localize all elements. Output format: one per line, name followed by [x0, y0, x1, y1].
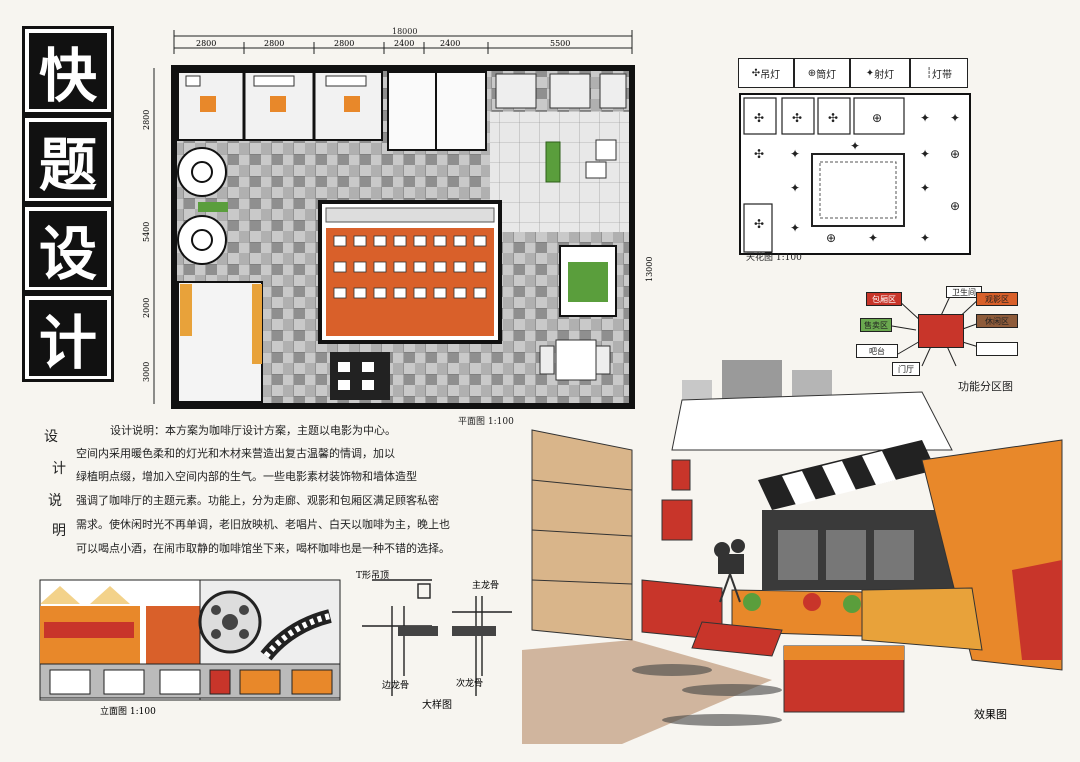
perspective-render: 效果图: [522, 360, 1063, 744]
detail-label-main-keel: 主龙骨: [472, 579, 499, 591]
title-char-1: 快: [22, 26, 114, 115]
detail-label-t-ceiling: T形吊顶: [356, 569, 389, 581]
legend-item-pendant: ✣吊灯: [738, 58, 794, 88]
elevation-caption: 立面图 1:100: [100, 705, 156, 716]
description-line: 需求。使休闲时光不再单调，老旧放映机、老唱片、白天以咖啡为主，晚上也: [76, 518, 450, 531]
description-line: 可以喝点小酒，在闹市取静的咖啡馆坐下来，喝杯咖啡也是一种不错的选择。: [76, 542, 450, 555]
zoning-node-front: 前台: [976, 342, 1018, 356]
detail-label-edge-keel: 边龙骨: [382, 679, 409, 691]
lightstrip-icon: ┆: [925, 67, 933, 79]
svg-text:✦: ✦: [920, 111, 930, 125]
zoning-node-leisure: 休闲区: [976, 314, 1018, 328]
zoning-node-booth: 包厢区: [866, 292, 902, 306]
svg-text:✦: ✦: [868, 231, 878, 245]
dim-top-6: 5500: [550, 39, 570, 48]
description-line: 强调了咖啡厅的主题元素。功能上，分为走廊、观影和包厢区满足顾客私密: [76, 494, 439, 507]
dim-top-3: 2800: [334, 39, 354, 48]
zoning-node-bar: 吧台: [856, 344, 898, 358]
description-line: 设计说明：本方案为咖啡厅设计方案，主题以电影为中心。: [110, 424, 396, 437]
title-column: 快 题 设 计: [22, 26, 114, 382]
svg-text:✣: ✣: [754, 217, 764, 231]
floor-plan-caption: 平面图 1:100: [458, 416, 514, 427]
svg-text:✦: ✦: [790, 181, 800, 195]
zoning-caption: 功能分区图: [958, 380, 1013, 393]
svg-text:✣: ✣: [792, 111, 802, 125]
svg-text:✣: ✣: [754, 111, 764, 125]
detail-caption: 大样图: [422, 698, 452, 711]
dim-left-3: 2000: [142, 298, 151, 318]
description-line: 空间内采用暖色柔和的灯光和木材来营造出复古温馨的情调，加以: [76, 447, 395, 460]
dim-total: 18000: [392, 27, 417, 36]
floor-plan: 18000 2800 2800 2800 2400 2400 5500 2800…: [142, 27, 654, 427]
title-char-3: 设: [22, 204, 114, 293]
svg-text:✦: ✦: [790, 147, 800, 161]
svg-text:✦: ✦: [790, 221, 800, 235]
downlight-icon: ⊕: [807, 67, 817, 79]
svg-text:⊕: ⊕: [826, 231, 836, 245]
dim-left-2: 5400: [142, 222, 151, 242]
legend-item-downlight: ⊕筒灯: [794, 58, 850, 88]
svg-text:⊕: ⊕: [950, 147, 960, 161]
detail-label-secondary-keel: 次龙骨: [456, 677, 483, 689]
zoning-node-viewing: 观影区: [976, 292, 1018, 306]
svg-text:⊕: ⊕: [950, 199, 960, 213]
ceiling-plan-caption: 天花图 1:100: [746, 251, 802, 262]
dim-top-5: 2400: [440, 39, 460, 48]
description-line: 绿植明点缀，增加入空间内部的生气。一些电影素材装饰物和墙体造型: [76, 470, 417, 483]
dim-left-1: 2800: [142, 110, 151, 130]
legend-item-lightstrip: ┆灯带: [910, 58, 968, 88]
dim-right: 13000: [645, 257, 654, 282]
svg-text:✦: ✦: [920, 181, 930, 195]
elevation-drawing: 立面图 1:100: [39, 579, 341, 716]
title-char-4: 计: [22, 293, 114, 382]
title-char-2: 题: [22, 115, 114, 204]
pendant-light-icon: ✣: [751, 67, 761, 79]
svg-text:⊕: ⊕: [872, 111, 882, 125]
svg-text:✦: ✦: [950, 111, 960, 125]
ceiling-plan: ✣ ✣ ✣ ⊕ ✦ ✦ ✣ ✦ ✦ ✦ ⊕ ✦ ✦ ⊕ ✣ ✦ ⊕ ✦ ✦ 天花图 1:100: [739, 93, 971, 262]
dim-top-1: 2800: [196, 39, 216, 48]
perspective-caption: 效果图: [974, 707, 1007, 721]
zoning-node-sales: 售卖区: [860, 318, 892, 332]
svg-text:✦: ✦: [920, 147, 930, 161]
dim-top-4: 2400: [394, 39, 414, 48]
dim-left-4: 3000: [142, 362, 151, 382]
zoning-center: [918, 314, 964, 348]
legend-item-spotlight: ✦射灯: [850, 58, 910, 88]
detail-drawing: T形吊顶 主龙骨 边龙骨 次龙骨 大样图: [356, 569, 512, 711]
svg-text:✦: ✦: [850, 139, 860, 153]
spotlight-icon: ✦: [865, 67, 875, 79]
svg-text:✦: ✦: [920, 231, 930, 245]
svg-text:✣: ✣: [828, 111, 838, 125]
svg-text:✣: ✣: [754, 147, 764, 161]
dim-top-2: 2800: [264, 39, 284, 48]
zoning-node-entrance-a: 门厅: [892, 362, 920, 376]
